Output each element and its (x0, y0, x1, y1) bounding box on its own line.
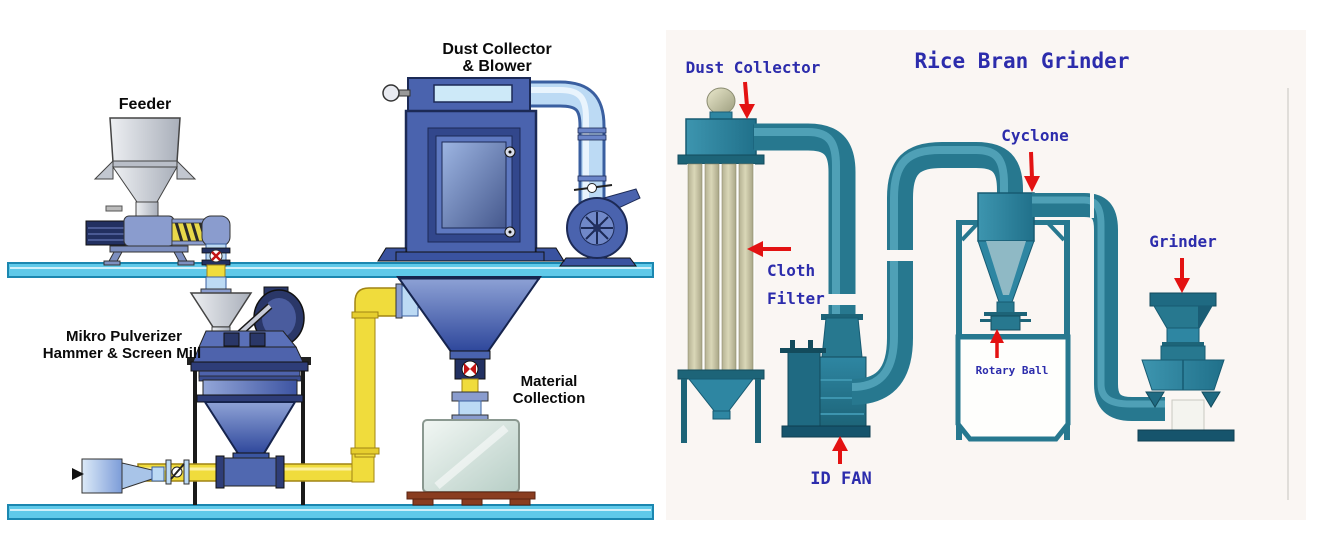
feeder-drop-pipe (200, 243, 232, 295)
id-fan-label: ID FAN (810, 469, 871, 489)
cloth-filter-tubes (687, 163, 755, 371)
cyclone-head (977, 192, 1035, 242)
cloth-filter-label-line1: Cloth (767, 261, 815, 280)
grinder-arrow (1174, 258, 1190, 293)
dust-collector-unit (377, 77, 641, 267)
feeder-label: Feeder (119, 96, 171, 113)
collection-bin (955, 334, 1071, 442)
flow-arrow (72, 468, 84, 480)
collector-leg-right (755, 379, 761, 443)
grinder-label: Grinder (1149, 232, 1216, 251)
frame-line (1287, 88, 1289, 500)
photo-background (666, 30, 1306, 520)
screw-conveyor-tube (171, 218, 208, 246)
cyclone-arrow (1024, 151, 1040, 192)
duct-fan-to-cyclone (851, 142, 1023, 405)
mill-label-line1: Mikro Pulverizer (66, 328, 182, 345)
mezzanine-floor (7, 262, 654, 278)
dust-collector-arrow (739, 81, 755, 119)
left-diagram-panel: Feeder Dust Collector & Blower Mikro Pul… (7, 41, 654, 520)
blower-fan (559, 188, 641, 267)
access-door (441, 141, 507, 229)
rice-bran-grinder-title: Rice Bran Grinder (915, 49, 1130, 73)
venturi-section (223, 457, 277, 487)
dust-collector-label: Dust Collector (686, 58, 821, 77)
product-cyclone (396, 276, 542, 506)
ground-floor (7, 504, 654, 520)
mill-label-line2: Hammer & Screen Mill (43, 345, 201, 362)
collector-top-box (382, 77, 531, 112)
fan-base (781, 425, 871, 438)
mill-cone (203, 401, 297, 456)
cloth-filter-label-line2: Filter (767, 289, 825, 308)
cloth-filter-arrow (747, 241, 791, 257)
duct-collector-to-fan (754, 123, 858, 355)
yellow-riser-pipe (350, 283, 419, 483)
mill-system-diagram: Feeder Dust Collector & Blower Mikro Pul… (7, 41, 654, 520)
rotary-ball-valve (980, 312, 1031, 331)
collector-cabinet (377, 109, 565, 262)
discharge-bag (1171, 399, 1205, 433)
support-frame-left (193, 360, 197, 505)
feeder-elbow (201, 215, 231, 247)
grinder-unit (1137, 292, 1235, 442)
sight-window (433, 84, 513, 103)
dust-collector-blower-label-line1: Dust Collector (442, 41, 551, 58)
support-frame-right (301, 360, 305, 505)
mill-body (202, 379, 298, 397)
feeder-probe (105, 205, 123, 212)
feeder-unit (85, 117, 232, 295)
rotary-ball-label: Rotary Ball (976, 364, 1049, 377)
screw-feeder-housing (123, 215, 175, 247)
cyclone-unit (955, 192, 1071, 442)
collector-leg-left (681, 379, 687, 443)
feeder-stand (103, 245, 195, 266)
rice-bran-grinder-diagram: Rice Bran Grinder Dust Collector Cyclone… (666, 30, 1306, 520)
rotary-ball-arrow (990, 329, 1004, 358)
bottom-conveying-line (72, 283, 419, 494)
cyclone-label: Cyclone (1001, 126, 1068, 145)
vent-ball (706, 87, 736, 115)
id-fan-unit (780, 314, 871, 438)
feeder-cone (112, 166, 178, 203)
grinder-top-plate (1149, 292, 1217, 307)
rotary-airlock-valve (454, 358, 486, 380)
collector-header (685, 118, 757, 158)
pallet (406, 491, 536, 506)
material-collection-label-line2: Collection (513, 390, 586, 407)
annotation-arrows (739, 81, 1190, 464)
id-fan-arrow (832, 436, 848, 464)
grinder-base (1137, 429, 1235, 442)
material-collection-label-line1: Material (521, 373, 578, 390)
feeder-hopper (109, 117, 181, 163)
duct-cyclone-to-grinder (1032, 192, 1165, 421)
right-diagram-panel: Rice Bran Grinder Dust Collector Cyclone… (660, 0, 1320, 548)
dust-collector-blower-label-line2: & Blower (462, 58, 531, 75)
air-inlet-hopper (81, 458, 123, 494)
fan-front-plate (787, 351, 821, 427)
damper-valve (165, 459, 190, 485)
